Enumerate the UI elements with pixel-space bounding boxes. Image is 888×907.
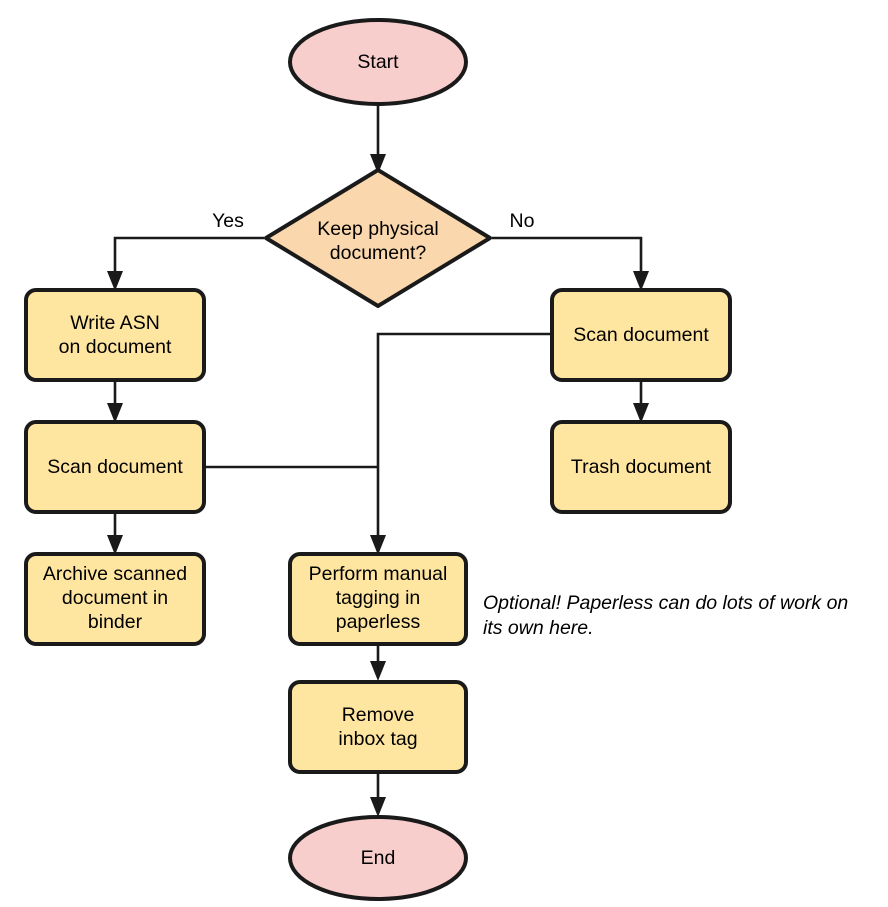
edge-scan-left-to-archive — [107, 512, 123, 555]
end-label: End — [361, 847, 396, 869]
write-asn-label-line-1: Write ASN — [70, 312, 160, 334]
decision-label-line-1: Keep physical — [317, 218, 438, 240]
scan-document-right-box — [550, 288, 732, 382]
node-manual-tagging[interactable]: Perform manual tagging in paperless — [288, 552, 468, 646]
end-ellipse — [288, 815, 468, 901]
node-trash-document[interactable]: Trash document — [550, 420, 732, 514]
optional-note-line-1: Optional! Paperless can do lots of work … — [483, 592, 848, 614]
node-decision-keep-physical-document[interactable]: Keep physical document? — [264, 168, 492, 308]
remove-inbox-tag-box — [288, 680, 468, 774]
scan-document-left-label: Scan document — [47, 456, 183, 478]
annotation-optional-note: Optional! Paperless can do lots of work … — [483, 592, 848, 639]
archive-label-line-1: Archive scanned — [43, 563, 187, 585]
edge-remove-inbox-to-end — [370, 772, 386, 817]
node-start[interactable]: Start — [288, 18, 468, 106]
node-write-asn[interactable]: Write ASN on document — [24, 288, 206, 382]
archive-label-line-3: binder — [88, 611, 143, 633]
start-label: Start — [357, 51, 399, 73]
scan-document-left-box — [24, 420, 206, 514]
optional-note-line-2: its own here. — [483, 617, 594, 639]
node-remove-inbox-tag[interactable]: Remove inbox tag — [288, 680, 468, 774]
edge-label-no: No — [510, 210, 535, 232]
archive-in-binder-box — [24, 552, 206, 646]
start-ellipse — [288, 18, 468, 106]
manual-tagging-label-line-1: Perform manual — [309, 563, 448, 585]
archive-label-line-2: document in — [62, 587, 168, 609]
edge-decision-to-write-asn — [107, 236, 264, 291]
manual-tagging-box — [288, 552, 468, 646]
node-end[interactable]: End — [288, 815, 468, 901]
node-scan-document-left[interactable]: Scan document — [24, 420, 206, 514]
edge-label-yes: Yes — [212, 210, 244, 232]
edge-tagging-to-remove-inbox — [370, 644, 386, 681]
write-asn-label-line-2: on document — [59, 336, 172, 358]
manual-tagging-label-line-2: tagging in — [336, 587, 421, 609]
edge-scan-right-to-trash — [633, 380, 649, 423]
node-archive-in-binder[interactable]: Archive scanned document in binder — [24, 552, 206, 646]
trash-document-box — [550, 420, 732, 514]
edge-scan-right-to-tagging — [370, 332, 552, 555]
edge-layer — [107, 104, 649, 817]
write-asn-box — [24, 288, 206, 382]
edge-start-to-decision — [370, 104, 386, 174]
edge-write-asn-to-scan-left — [107, 380, 123, 423]
decision-diamond — [264, 168, 492, 308]
trash-document-label: Trash document — [571, 456, 712, 478]
remove-inbox-label-line-2: inbox tag — [338, 728, 417, 750]
node-scan-document-right[interactable]: Scan document — [550, 288, 732, 382]
scan-document-right-label: Scan document — [573, 324, 709, 346]
decision-label-line-2: document? — [330, 242, 427, 264]
manual-tagging-label-line-3: paperless — [336, 611, 421, 633]
edge-decision-to-scan-right — [492, 236, 649, 291]
remove-inbox-label-line-1: Remove — [342, 704, 415, 726]
